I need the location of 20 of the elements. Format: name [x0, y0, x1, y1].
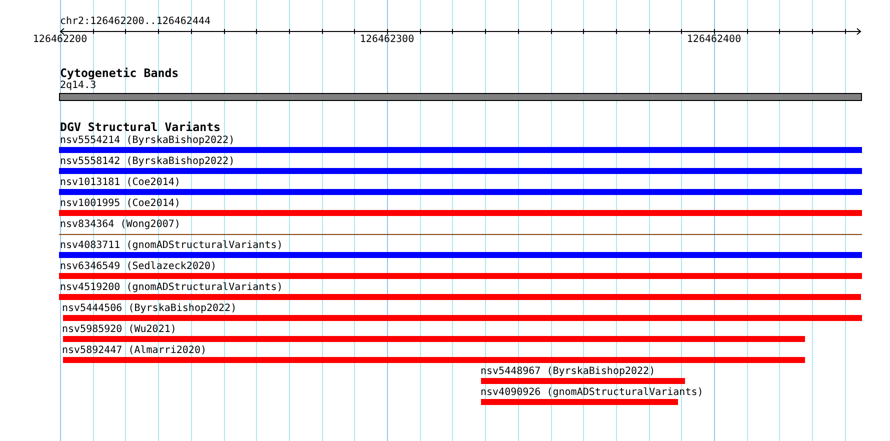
variant-label: nsv5448967 (ByrskaBishop2022): [480, 366, 656, 376]
track-title: DGV Structural Variants: [60, 121, 221, 133]
band-label: 2q14.3: [60, 80, 96, 90]
variant-label: nsv5554214 (ByrskaBishop2022): [60, 136, 235, 146]
variant-label: nsv6346549 (Sedlazeck2020): [60, 262, 217, 272]
variant-label: nsv4090926 (gnomADStructuralVariants): [480, 388, 704, 398]
variant-label: nsv1001995 (Coe2014): [60, 198, 180, 208]
variant-label: nsv1013181 (Coe2014): [60, 178, 180, 188]
track-title: Cytogenetic Bands: [60, 66, 179, 78]
variant-label: nsv4083711 (gnomADStructuralVariants): [60, 240, 283, 250]
variant-label: nsv5444506 (ByrskaBishop2022): [62, 304, 237, 314]
variant-label: nsv5558142 (ByrskaBishop2022): [60, 156, 235, 166]
locus-coordinates: chr2:126462200..126462444: [60, 17, 211, 27]
position-label: 126462400: [686, 35, 742, 45]
variant-label: nsv5985920 (Wu2021): [62, 324, 176, 334]
variant-label: nsv5892447 (Almarri2020): [62, 346, 206, 356]
position-label: 126462300: [360, 35, 414, 45]
variant-label: nsv4519200 (gnomADStructuralVariants): [60, 282, 283, 292]
variant-label: nsv834364 (Wong2007): [60, 220, 180, 230]
position-label: 126462200: [32, 35, 88, 45]
